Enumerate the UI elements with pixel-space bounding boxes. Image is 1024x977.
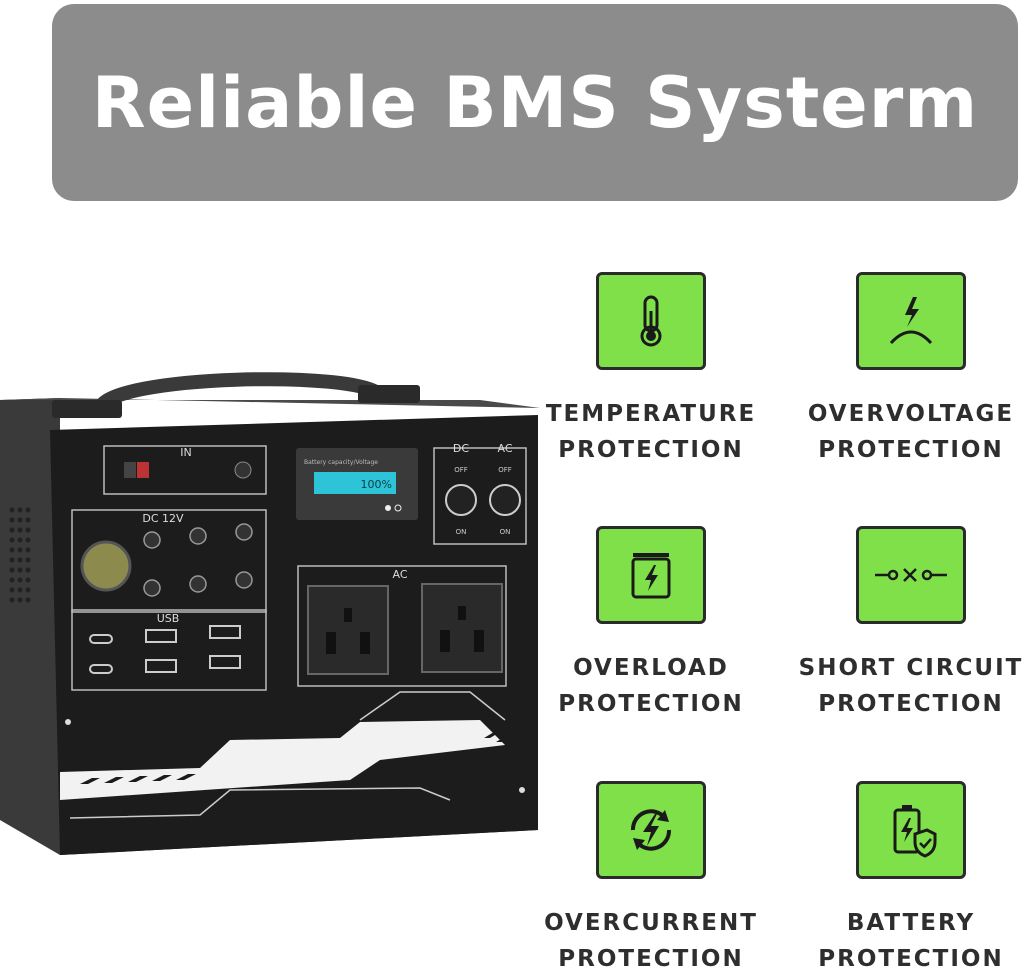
in-label: IN — [180, 446, 191, 459]
overload-battery-icon — [596, 526, 706, 624]
ac-on-label: ON — [500, 528, 511, 536]
title-banner: Reliable BMS Systerm — [52, 4, 1018, 201]
page-title: Reliable BMS Systerm — [91, 61, 979, 144]
thermometer-icon — [596, 272, 706, 370]
lcd-caption: Battery capacity/Voltage — [304, 459, 378, 466]
dc12v-label: DC 12V — [142, 512, 184, 525]
usb-label: USB — [157, 612, 180, 625]
overvoltage-bolt-icon — [856, 272, 966, 370]
ac-off-label: OFF — [498, 466, 512, 474]
dc-on-label: ON — [456, 528, 467, 536]
dc-switch-label: DC — [453, 442, 469, 455]
dc-off-label: OFF — [454, 466, 468, 474]
ac-outlets-label: AC — [392, 568, 407, 581]
power-station-image: IN Battery capacity/Voltage 100% DC AC O… — [0, 372, 540, 855]
battery-shield-icon — [856, 781, 966, 879]
circular-bolt-icon — [596, 781, 706, 879]
lcd-value: 100% — [361, 478, 392, 491]
open-circuit-icon — [856, 526, 966, 624]
ac-switch-label: AC — [497, 442, 512, 455]
